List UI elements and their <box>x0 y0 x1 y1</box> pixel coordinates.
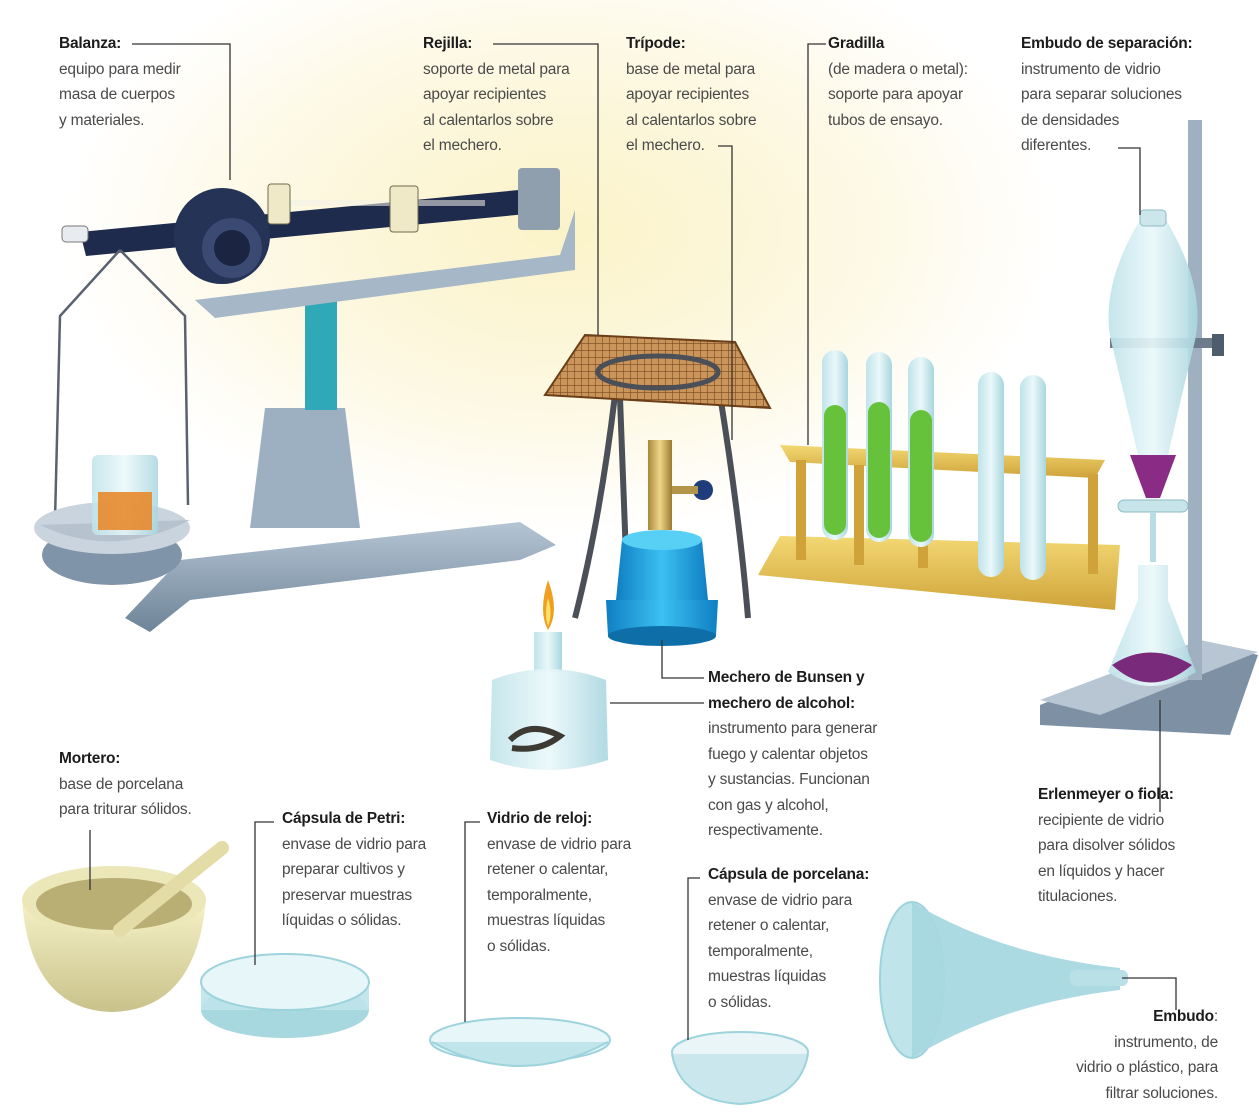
label-porcelana-desc-1: envase de vidrio para <box>708 891 853 909</box>
label-tripode-title: Trípode: <box>626 35 686 52</box>
label-petri-desc-3: preservar muestras <box>282 886 412 904</box>
label-gradilla-desc-1: (de madera o metal): <box>828 60 968 78</box>
label-petri-desc-2: preparar cultivos y <box>282 861 405 878</box>
label-porcelana-title: Cápsula de porcelana: <box>708 866 870 883</box>
watch-glass-illustration <box>429 1017 611 1067</box>
label-embudo-desc-2: vidrio o plástico, para <box>1076 1059 1218 1076</box>
separatory-funnel-illustration <box>1040 120 1258 735</box>
label-tripode-desc-2: apoyar recipientes <box>626 86 750 103</box>
label-porcelana-desc-3: temporalmente, <box>708 942 813 960</box>
label-embudo-separacion-title: Embudo de separación: <box>1021 35 1193 52</box>
label-vidrio-reloj: Vidrio de reloj: envase de vidrio para r… <box>487 806 667 959</box>
balance-illustration <box>34 168 575 632</box>
label-tripode-desc-4: el mechero. <box>626 137 705 154</box>
alcohol-burner-illustration <box>490 580 608 770</box>
label-petri-desc-4: líquidas o sólidas. <box>282 912 402 929</box>
label-porcelana-desc-4: muestras líquidas <box>708 968 827 985</box>
label-mechero-title-1: Mechero de Bunsen y <box>708 669 865 686</box>
label-embudo-separacion: Embudo de separación: instrumento de vid… <box>1021 31 1246 159</box>
label-porcelana: Cápsula de porcelana: envase de vidrio p… <box>708 862 918 1015</box>
funnel-illustration <box>879 901 1128 1059</box>
label-erlenmeyer-desc-1: recipiente de vidrio <box>1038 811 1165 829</box>
label-rejilla-desc-3: al calentarlos sobre <box>423 111 554 129</box>
label-mortero-desc-1: base de porcelana <box>59 775 184 793</box>
label-balanza-desc-2: masa de cuerpos <box>59 86 175 103</box>
label-petri-desc-1: envase de vidrio para <box>282 835 427 853</box>
label-rejilla-desc-4: el mechero. <box>423 137 502 154</box>
label-embudo: Embudo: instrumento, de vidrio o plástic… <box>1028 1004 1218 1106</box>
label-rejilla-desc-2: apoyar recipientes <box>423 86 547 103</box>
label-embudo-title: Embudo <box>1153 1008 1214 1025</box>
label-petri: Cápsula de Petri: envase de vidrio para … <box>282 806 462 934</box>
mortar-illustration <box>22 841 229 1012</box>
label-embudo-desc-3: filtrar soluciones. <box>1105 1084 1219 1102</box>
label-vidrio-reloj-desc-5: o sólidas. <box>487 937 551 955</box>
label-embudo-separacion-desc-1: instrumento de vidrio <box>1021 60 1161 78</box>
porcelain-dish-illustration <box>671 1031 809 1106</box>
label-tripode: Trípode: base de metal para apoyar recip… <box>626 31 796 159</box>
label-mechero-desc-3: y sustancias. Funcionan <box>708 771 870 788</box>
label-mechero-desc-2: fuego y calentar objetos <box>708 745 868 763</box>
label-mechero-desc-5: respectivamente. <box>708 822 823 839</box>
label-vidrio-reloj-desc-4: muestras líquidas <box>487 912 606 929</box>
label-erlenmeyer-desc-3: en líquidos y hacer <box>1038 862 1165 880</box>
label-embudo-separacion-desc-3: de densidades <box>1021 111 1120 129</box>
label-gradilla-desc-2: soporte para apoyar <box>828 86 963 103</box>
label-embudo-desc-1: instrumento, de <box>1114 1033 1218 1051</box>
label-embudo-separacion-desc-4: diferentes. <box>1021 137 1092 154</box>
label-erlenmeyer: Erlenmeyer o fiola: recipiente de vidrio… <box>1038 782 1248 910</box>
label-balanza-desc-3: y materiales. <box>59 111 145 129</box>
label-rejilla-title: Rejilla: <box>423 35 473 52</box>
petri-dish-illustration <box>200 953 370 1038</box>
label-erlenmeyer-desc-4: titulaciones. <box>1038 888 1118 905</box>
label-mortero-desc-2: para triturar sólidos. <box>59 801 192 818</box>
label-rejilla: Rejilla: soporte de metal para apoyar re… <box>423 31 608 159</box>
label-vidrio-reloj-desc-1: envase de vidrio para <box>487 835 632 853</box>
label-mechero: Mechero de Bunsen y mechero de alcohol: … <box>708 665 928 844</box>
label-tripode-desc-1: base de metal para <box>626 60 756 78</box>
label-petri-title: Cápsula de Petri: <box>282 810 406 827</box>
label-mortero: Mortero: base de porcelana para triturar… <box>59 746 239 823</box>
label-vidrio-reloj-desc-3: temporalmente, <box>487 886 592 904</box>
label-vidrio-reloj-desc-2: retener o calentar, <box>487 861 609 878</box>
label-mechero-desc-1: instrumento para generar <box>708 720 878 737</box>
leader-lines <box>89 43 1177 1040</box>
label-rejilla-desc-1: soporte de metal para <box>423 60 570 78</box>
test-tube-rack-illustration <box>758 350 1120 610</box>
tripod-burner-illustration <box>543 333 772 646</box>
label-erlenmeyer-desc-2: para disolver sólidos <box>1038 837 1176 854</box>
label-gradilla-desc-3: tubos de ensayo. <box>828 111 943 129</box>
label-balanza-desc-1: equipo para medir <box>59 60 181 78</box>
label-erlenmeyer-title: Erlenmeyer o fiola: <box>1038 786 1174 803</box>
label-gradilla-title: Gradilla <box>828 35 885 52</box>
label-mortero-title: Mortero: <box>59 750 121 767</box>
label-tripode-desc-3: al calentarlos sobre <box>626 111 757 129</box>
label-balanza-title: Balanza: <box>59 35 122 52</box>
label-mechero-desc-4: con gas y alcohol, <box>708 796 829 814</box>
label-mechero-title-2: mechero de alcohol: <box>708 694 855 712</box>
label-porcelana-desc-5: o sólidas. <box>708 993 772 1011</box>
label-vidrio-reloj-title: Vidrio de reloj: <box>487 810 593 827</box>
label-balanza: Balanza: equipo para medir masa de cuerp… <box>59 31 229 133</box>
label-embudo-title-suffix: : <box>1213 1008 1218 1025</box>
label-porcelana-desc-2: retener o calentar, <box>708 917 830 934</box>
label-gradilla: Gradilla (de madera o metal): soporte pa… <box>828 31 1003 133</box>
label-embudo-separacion-desc-2: para separar soluciones <box>1021 86 1182 103</box>
